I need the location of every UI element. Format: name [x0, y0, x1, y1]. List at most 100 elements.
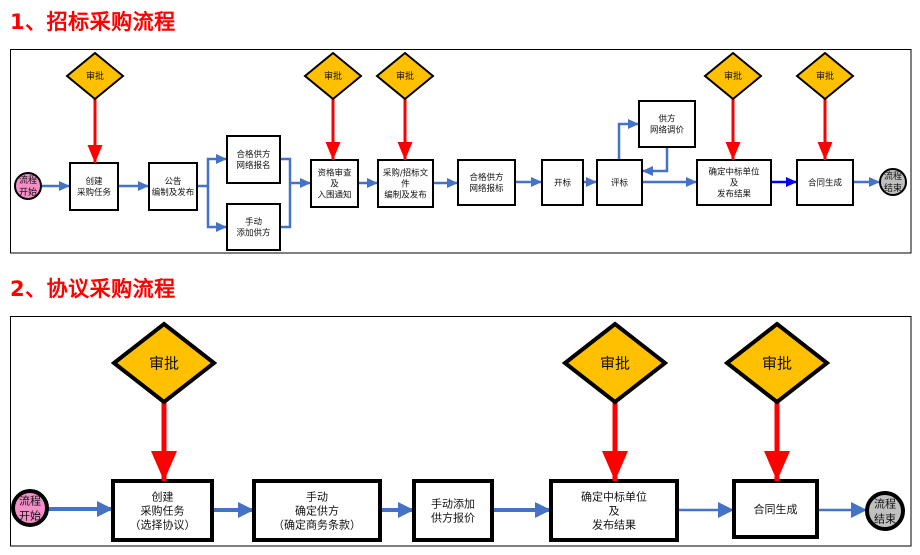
step-create-label: 创建	[85, 176, 103, 187]
approval-step-create[interactable]: 审批	[110, 321, 218, 405]
step-manual-add-label: 手动	[245, 217, 263, 228]
approval-step-award[interactable]: 审批	[703, 51, 763, 101]
approval-diamond-icon	[375, 51, 435, 101]
step-award-label: 确定中标单位	[708, 167, 760, 178]
approval-step-qualify-label: 审批	[324, 70, 342, 82]
step-contract-shape	[796, 159, 854, 206]
approval-diamond-icon	[303, 51, 363, 101]
step-award-label: 确定中标单位	[581, 489, 647, 503]
step-contract[interactable]: 合同生成	[796, 159, 854, 206]
diagram-1-frame	[10, 49, 912, 254]
approval-step-contract[interactable]: 审批	[795, 51, 855, 101]
end-node-icon	[865, 491, 905, 531]
approval-diamond-icon	[795, 51, 855, 101]
step-contract-label: 合同生成	[808, 178, 843, 189]
step-notice-label: 公告	[164, 176, 181, 187]
approval-diamond-icon	[723, 321, 831, 405]
step-online-bid-label: 合格供方	[469, 172, 503, 183]
approval-step-award-label: 审批	[600, 354, 630, 372]
step-evaluate-label: 评标	[611, 178, 629, 189]
step-manual-add-label: 添加供方	[236, 228, 270, 239]
end-node-icon	[879, 168, 907, 196]
start-node-label: 开始	[19, 186, 37, 198]
end-node-label: 结束	[884, 182, 902, 194]
step-notice-label: 编制及发布	[152, 187, 195, 198]
step-award-label: 及	[730, 179, 739, 189]
section-2-title: 2、协议采购流程	[10, 277, 176, 301]
start-node-icon	[11, 489, 49, 527]
approval-diamond-icon	[703, 51, 763, 101]
step-evaluate[interactable]: 评标	[596, 159, 643, 206]
approval-step-contract-label: 审批	[762, 354, 792, 372]
diagram-2-frame	[10, 316, 912, 547]
step-create-label: 采购任务	[141, 503, 185, 517]
step-contract[interactable]: 合同生成	[732, 479, 819, 539]
step-open-bid[interactable]: 开标	[541, 159, 584, 206]
step-price-adjust-label: 网络调价	[650, 125, 685, 136]
section-1-title: 1、招标采购流程	[10, 10, 176, 34]
approval-diamond-icon	[65, 51, 125, 101]
approval-step-create[interactable]: 审批	[65, 51, 125, 101]
step-online-bid-label: 网络报标	[469, 183, 504, 194]
step-tender-docs-label: 件	[401, 179, 410, 190]
step-price-adjust-label: 供方	[658, 114, 675, 125]
step-qualify-label: 入围通知	[317, 190, 351, 201]
step-award-label: 发布结果	[592, 517, 636, 531]
step-qualify-label: 资格审查	[317, 168, 352, 179]
step-create-label: （选择协议）	[130, 517, 196, 531]
flow-arrow	[206, 186, 227, 232]
step-award-label: 发布结果	[717, 189, 752, 200]
step-confirm-supplier-label: 手动	[306, 489, 328, 503]
flow-arrow	[197, 154, 227, 188]
approval-step-qualify[interactable]: 审批	[303, 51, 363, 101]
start-node-icon	[14, 172, 42, 200]
approval-step-contract-label: 审批	[816, 70, 834, 82]
approval-step-tender-docs-label: 审批	[396, 70, 414, 82]
step-confirm-supplier-label: （确定商务条款）	[273, 517, 361, 531]
step-online-bid-shape	[457, 159, 516, 206]
step-add-quote-label: 手动添加	[431, 496, 475, 510]
step-confirm-supplier-shape	[252, 479, 382, 542]
step-award-label: 及	[609, 504, 620, 517]
approval-step-award[interactable]: 审批	[561, 321, 669, 405]
approval-step-tender-docs[interactable]: 审批	[375, 51, 435, 101]
step-confirm-supplier-label: 确定供方	[295, 503, 339, 517]
step-contract-label: 合同生成	[754, 502, 798, 516]
step-add-quote-label: 供方报价	[431, 510, 475, 524]
start-node-label: 开始	[19, 508, 41, 522]
step-create-label: 创建	[152, 489, 174, 503]
step-price-adjust-shape	[638, 100, 696, 148]
approval-step-contract[interactable]: 审批	[723, 321, 831, 405]
step-open-bid-label: 开标	[554, 178, 572, 189]
step-tender-docs-label: 采购/招标文	[383, 168, 429, 179]
start-node-label: 流程	[19, 174, 37, 186]
approval-diamond-icon	[110, 321, 218, 405]
approval-step-award-label: 审批	[724, 70, 742, 82]
step-online-register-shape	[226, 135, 281, 184]
step-online-register-label: 网络报名	[236, 160, 270, 171]
step-contract-shape	[732, 479, 819, 539]
end-node-label: 流程	[874, 496, 896, 510]
flow-arrow	[642, 147, 669, 176]
approval-step-create-label: 审批	[149, 354, 179, 372]
start-node-label: 流程	[19, 493, 41, 507]
step-add-quote-shape	[412, 479, 494, 542]
